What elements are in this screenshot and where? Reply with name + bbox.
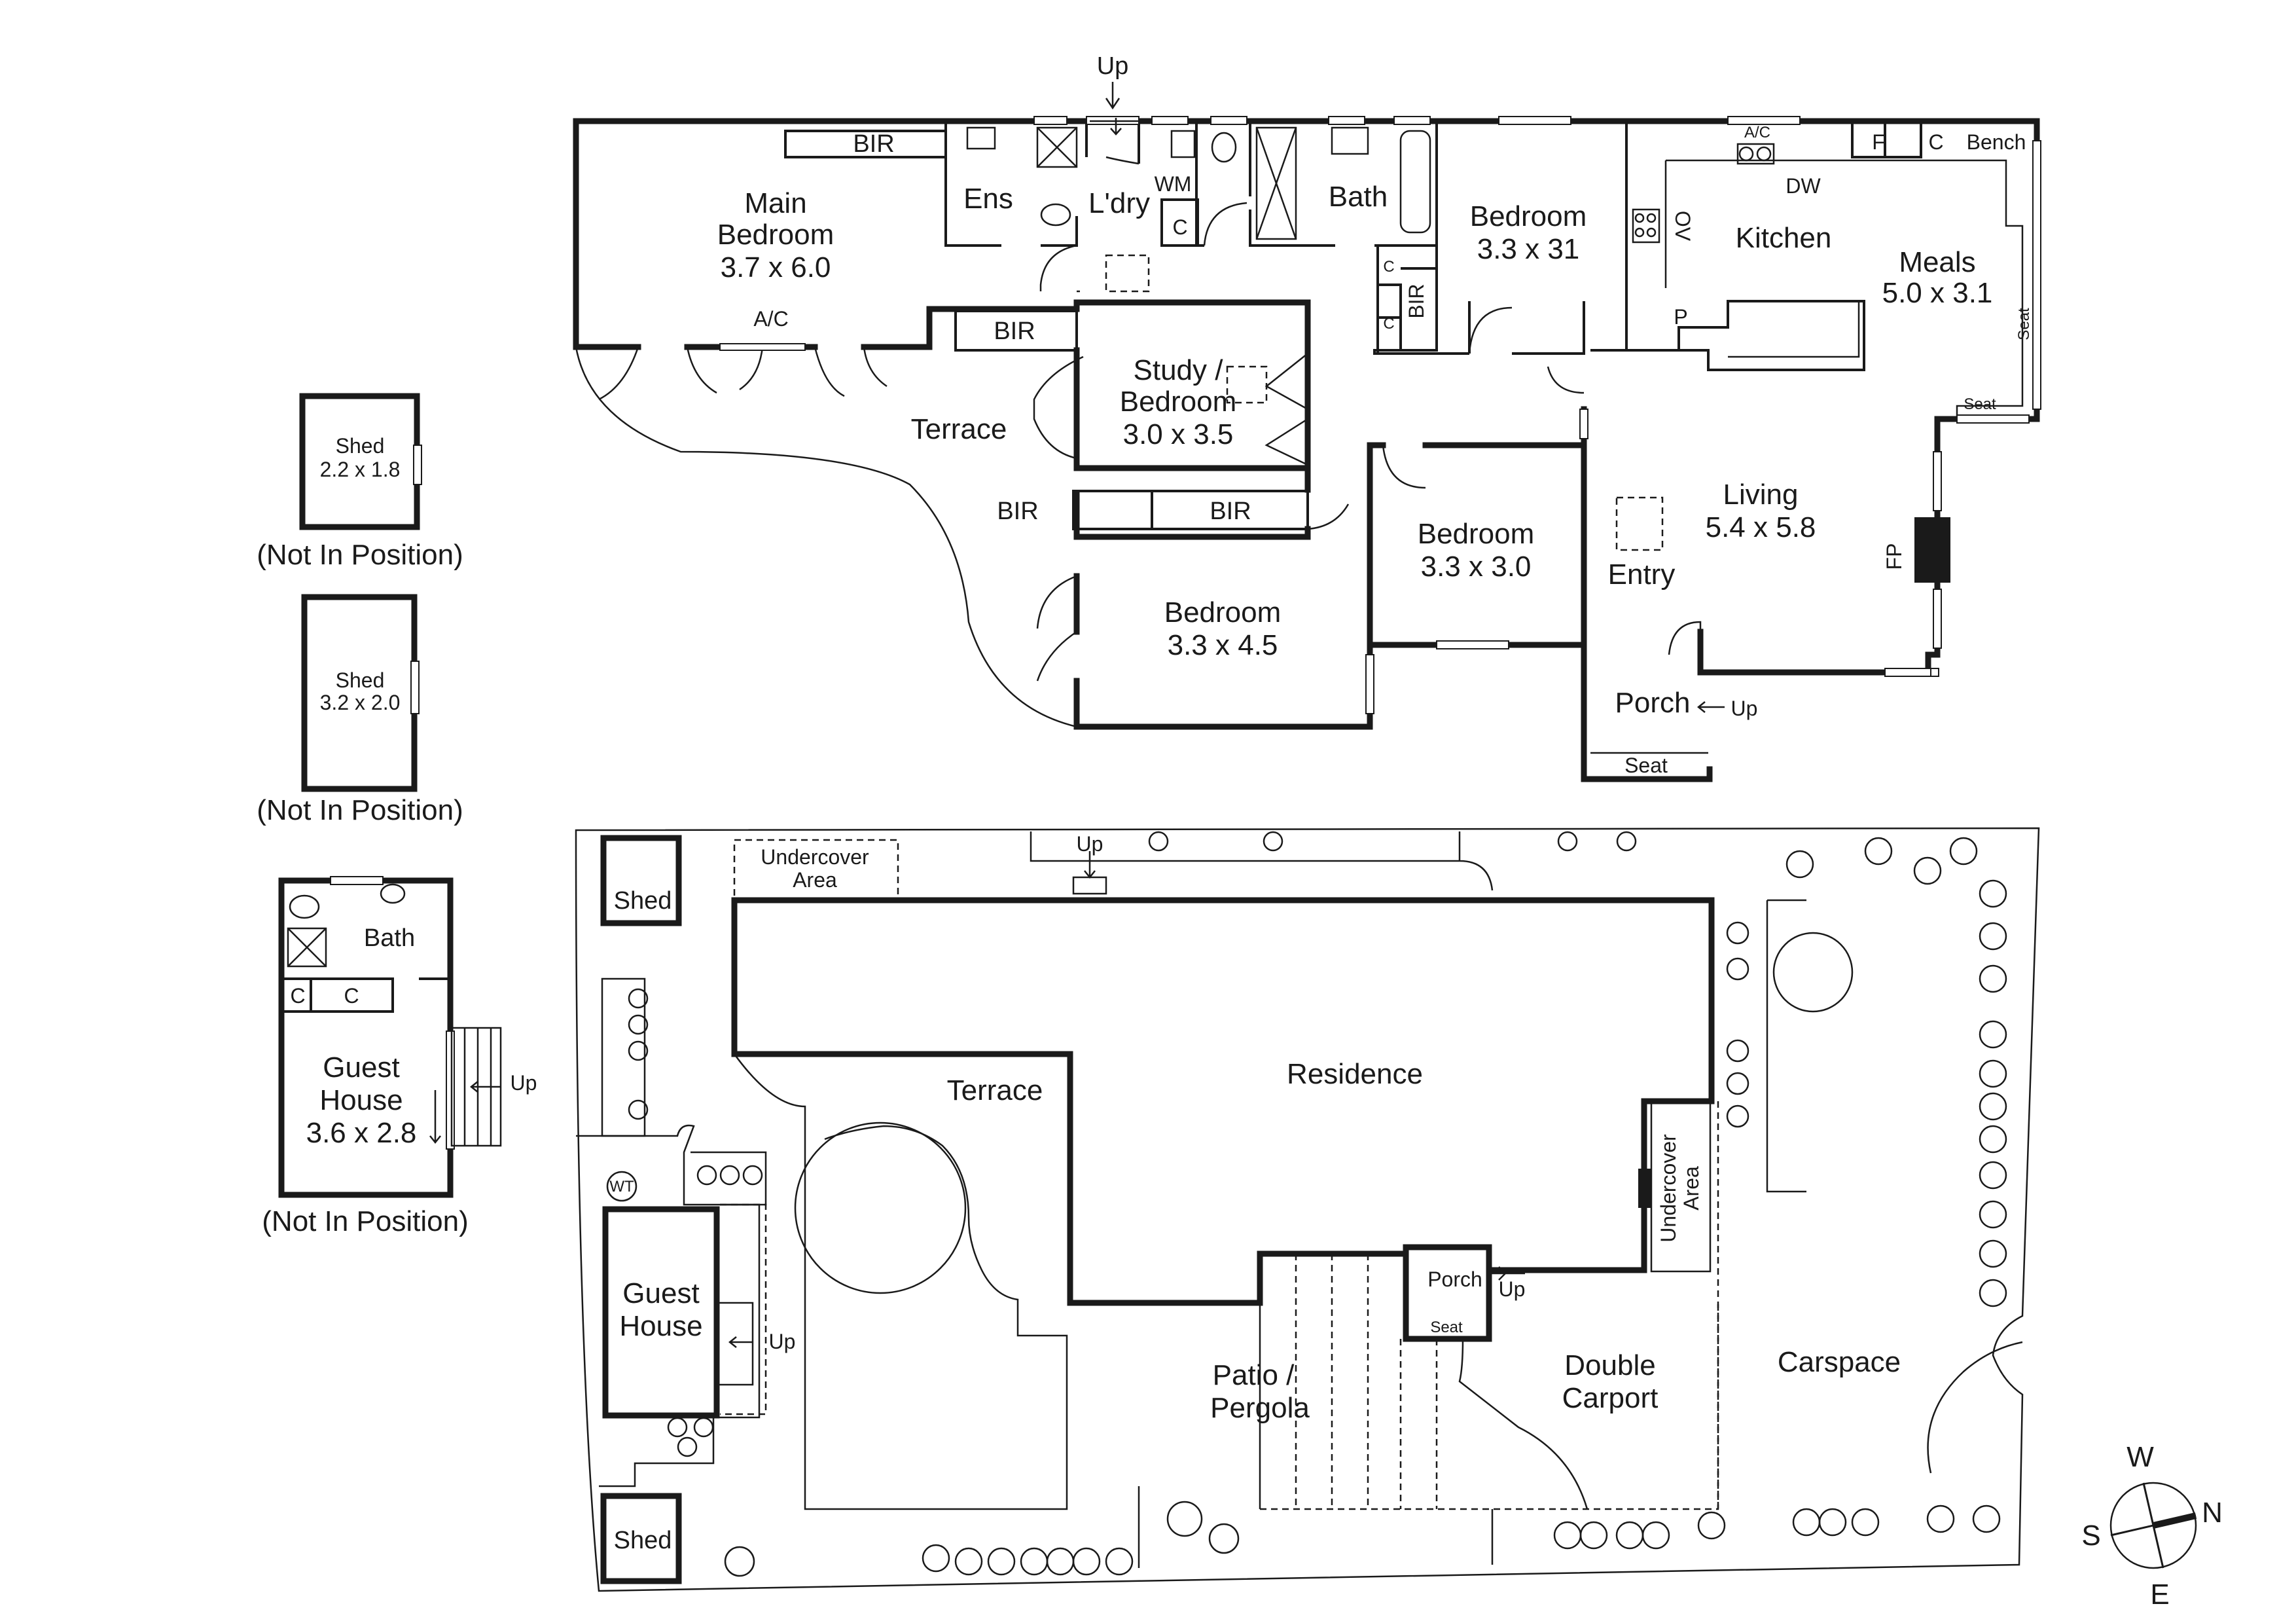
meals-label: Meals: [1899, 246, 1975, 278]
patio-label: Patio /: [1213, 1359, 1295, 1391]
shed-site-label-2: Shed: [614, 1527, 672, 1554]
cupboard-label-kitchen: C: [1928, 130, 1943, 154]
outbuildings: Shed 2.2 x 1.8 (Not In Position) Shed 3.…: [257, 393, 537, 1237]
residence-label: Residence: [1287, 1058, 1423, 1090]
seat-label-meals: Seat: [2015, 308, 2033, 340]
shed1-size: 2.2 x 1.8: [320, 458, 401, 481]
cupboard-label-bath-2: C: [1383, 315, 1394, 333]
meals-size: 5.0 x 3.1: [1882, 277, 1993, 309]
guest-house-size: 3.6 x 2.8: [306, 1117, 417, 1149]
oven-label: OV: [1671, 211, 1695, 242]
shed1-label: Shed: [336, 434, 385, 458]
laundry-label: L'dry: [1088, 187, 1150, 219]
porch-site-label: Porch: [1427, 1267, 1482, 1291]
cupboard-label-laundry: C: [1172, 215, 1187, 239]
bir-label-terrace: BIR: [994, 318, 1035, 345]
up-label-laundry: Up: [1097, 52, 1129, 80]
shed1-not-in-position: (Not In Position): [257, 539, 463, 571]
bedroom-mid-label: Bedroom: [1418, 518, 1535, 550]
ac-label-main: A/C: [753, 307, 788, 331]
bir-label-bath: BIR: [1405, 283, 1428, 318]
windows: [719, 116, 2041, 714]
guest-cupboard-1: C: [290, 984, 305, 1008]
shed2-not-in-position: (Not In Position): [257, 794, 463, 826]
compass-e-label: E: [2150, 1578, 2169, 1611]
seat-label-meals-2: Seat: [1964, 395, 1996, 413]
compass: W N S E: [2081, 1441, 2223, 1611]
bedroom-mid-size: 3.3 x 3.0: [1421, 551, 1532, 583]
double-label: Double: [1564, 1349, 1655, 1381]
cupboard-label-bath-1: C: [1383, 258, 1394, 276]
ensuite-label: Ens: [963, 183, 1013, 215]
ac-label-kitchen: A/C: [1744, 124, 1770, 141]
shed-site-label-1: Shed: [614, 887, 672, 915]
living-label: Living: [1723, 479, 1799, 511]
bedroom-sw-label: Bedroom: [1164, 596, 1282, 629]
bir-label-study-2: BIR: [1210, 498, 1251, 525]
pergola-label: Pergola: [1210, 1392, 1310, 1424]
guest-cupboard-2: C: [344, 984, 359, 1008]
shed2-size: 3.2 x 2.0: [320, 691, 401, 714]
bedroom-ne-label: Bedroom: [1470, 200, 1587, 232]
up-label-guest-site: Up: [769, 1330, 796, 1353]
compass-w-label: W: [2126, 1441, 2154, 1473]
guest-house-site-label-2: House: [619, 1310, 702, 1342]
bench-label: Bench: [1967, 130, 2026, 154]
terrace-label: Terrace: [911, 413, 1007, 445]
seat-label-porch: Seat: [1624, 754, 1668, 777]
undercover-label-top: Undercover: [761, 845, 869, 869]
area-label-east: Area: [1679, 1166, 1703, 1211]
area-label-top: Area: [793, 868, 837, 892]
compass-n-label: N: [2202, 1497, 2223, 1529]
main-bedroom-size: 3.7 x 6.0: [721, 251, 831, 283]
main-bedroom-label: Main: [744, 187, 806, 219]
carport-label: Carport: [1562, 1382, 1659, 1414]
shed2-label: Shed: [336, 668, 385, 692]
porch-label-main: Porch: [1615, 687, 1691, 719]
guest-up-label: Up: [511, 1071, 537, 1095]
kitchen-label: Kitchen: [1736, 222, 1832, 254]
bir-label-study-1: BIR: [997, 498, 1038, 525]
seat-label-site: Seat: [1430, 1319, 1463, 1336]
main-bedroom-label-2: Bedroom: [717, 219, 834, 251]
up-label-porch-site: Up: [1499, 1277, 1526, 1301]
bir-label-main: BIR: [853, 130, 894, 158]
undercover-label-east: Undercover: [1657, 1134, 1680, 1243]
entry-label: Entry: [1608, 558, 1676, 591]
living-size: 5.4 x 5.8: [1706, 511, 1816, 543]
water-tank-label: WT: [609, 1178, 634, 1195]
bedroom-sw-size: 3.3 x 4.5: [1168, 629, 1278, 661]
guest-house-site-label: Guest: [622, 1277, 699, 1309]
study-label: Study /: [1134, 354, 1224, 386]
compass-s-label: S: [2081, 1520, 2100, 1552]
up-label-site-north: Up: [1077, 832, 1103, 856]
study-size: 3.0 x 3.5: [1123, 418, 1234, 450]
wm-label: WM: [1155, 172, 1192, 196]
carspace-label: Carspace: [1778, 1346, 1901, 1378]
up-label-porch: Up: [1731, 697, 1758, 720]
bath-label: Bath: [1329, 181, 1388, 213]
dishwasher-label: DW: [1785, 174, 1821, 198]
fireplace-label: FP: [1882, 543, 1906, 570]
pantry-label: P: [1674, 305, 1687, 329]
guest-not-in-position: (Not In Position): [262, 1205, 468, 1237]
study-bedroom-label: Bedroom: [1120, 386, 1237, 418]
guest-house-label-2: House: [319, 1084, 403, 1116]
terrace-site-label: Terrace: [947, 1074, 1043, 1106]
guest-house-label: Guest: [323, 1051, 399, 1084]
main-floor-plan: Up BIR Ens L'dry WM C Bath Main Bedroom …: [573, 52, 2041, 782]
site-trees: [628, 831, 2007, 1577]
guest-bath-label: Bath: [364, 924, 415, 952]
fridge-label: F: [1872, 130, 1885, 154]
bedroom-ne-size: 3.3 x 31: [1477, 233, 1580, 265]
site-plan: Shed Shed Undercover Area Up Residence T…: [575, 827, 2040, 1592]
